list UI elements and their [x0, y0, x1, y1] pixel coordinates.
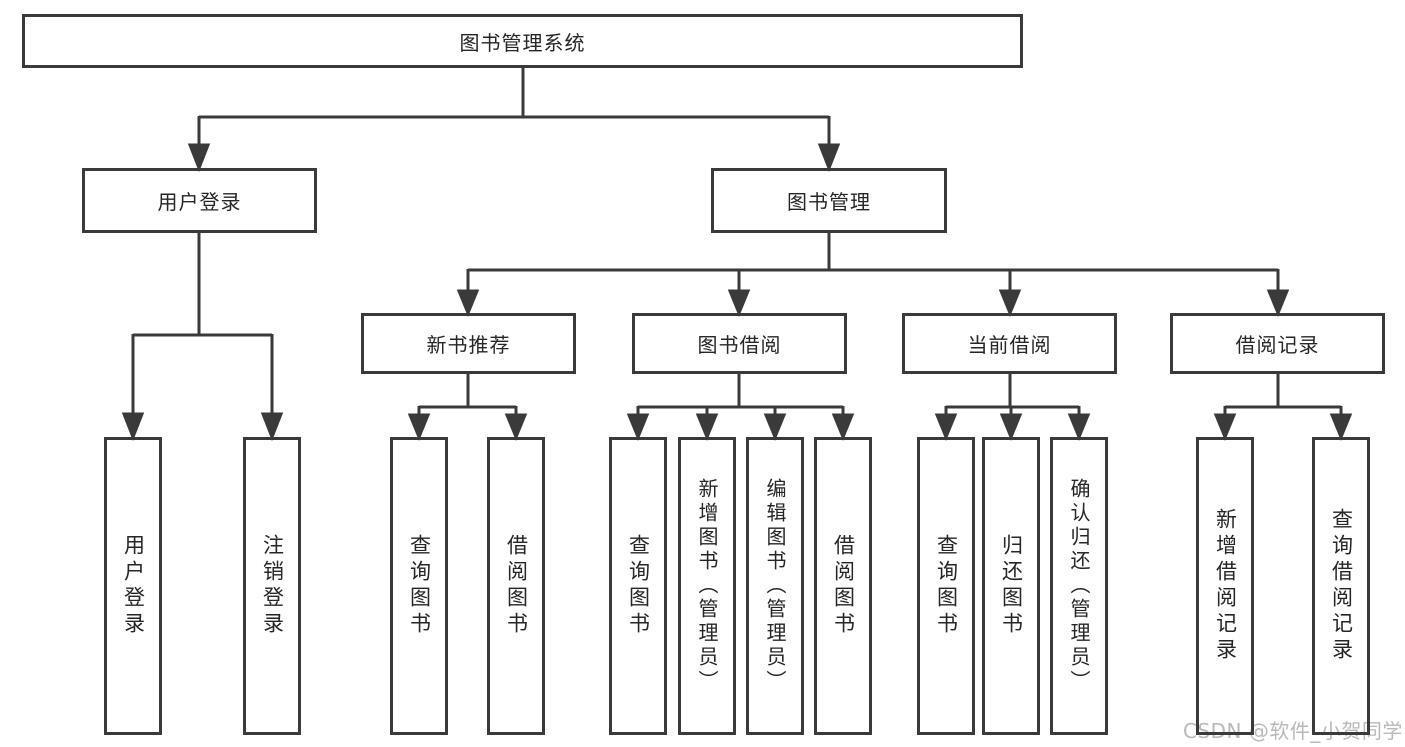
node-book-borrow: 图书借阅	[632, 313, 847, 374]
connector-newbook-to-leaves	[407, 374, 528, 441]
arrowhead-icon	[626, 413, 650, 441]
arrowhead-icon	[695, 413, 719, 441]
connector-root-to-level2	[187, 68, 841, 173]
arrowhead-icon	[934, 413, 958, 441]
arrowhead-icon	[763, 413, 787, 441]
leaf-query-borrow-record: 查询借阅记录	[1312, 437, 1370, 735]
arrowhead-icon	[187, 143, 211, 173]
arrowhead-icon	[504, 413, 528, 441]
arrowhead-icon	[1266, 289, 1290, 317]
arrowhead-icon	[817, 143, 841, 173]
connector-userlogin-to-leaves	[121, 233, 284, 442]
leaf-query-books-borrow: 查询图书	[609, 437, 667, 735]
leaf-query-books-current: 查询图书	[917, 437, 975, 735]
arrowhead-icon	[998, 289, 1022, 317]
node-library-system: 图书管理系统	[22, 14, 1023, 68]
leaf-edit-books-admin: 编辑图书（管理员）	[746, 437, 804, 735]
leaf-borrow-books: 借阅图书	[814, 437, 872, 735]
arrowhead-icon	[456, 289, 480, 317]
leaf-borrow-books-recommend: 借阅图书	[487, 437, 545, 735]
arrowhead-icon	[727, 289, 751, 317]
connector-borrow-to-leaves	[626, 374, 855, 441]
arrowhead-icon	[260, 412, 284, 442]
leaf-add-books-admin: 新增图书（管理员）	[678, 437, 736, 735]
arrowhead-icon	[1213, 413, 1237, 441]
arrowhead-icon	[831, 413, 855, 441]
csdn-watermark: CSDN @软件_小贺同学	[1183, 719, 1403, 743]
arrowhead-icon	[407, 413, 431, 441]
node-user-login: 用户登录	[82, 168, 317, 233]
arrowhead-icon	[1067, 413, 1091, 441]
leaf-logout: 注销登录	[243, 437, 301, 735]
leaf-query-books-recommend: 查询图书	[390, 437, 448, 735]
node-borrow-records: 借阅记录	[1170, 313, 1385, 374]
arrowhead-icon	[1329, 413, 1353, 441]
leaf-add-borrow-record: 新增借阅记录	[1196, 437, 1254, 735]
leaf-user-login: 用户登录	[104, 437, 162, 735]
node-current-borrow: 当前借阅	[902, 313, 1117, 374]
leaf-confirm-return-admin: 确认归还（管理员）	[1050, 437, 1108, 735]
connector-current-to-leaves	[934, 374, 1091, 441]
connector-records-to-leaves	[1213, 374, 1353, 441]
leaf-return-books: 归还图书	[982, 437, 1040, 735]
node-book-management: 图书管理	[711, 168, 947, 233]
arrowhead-icon	[121, 412, 145, 442]
arrowhead-icon	[999, 413, 1023, 441]
connector-bookmgmt-to-level3	[456, 233, 1290, 317]
node-new-book-recommend: 新书推荐	[361, 313, 576, 374]
